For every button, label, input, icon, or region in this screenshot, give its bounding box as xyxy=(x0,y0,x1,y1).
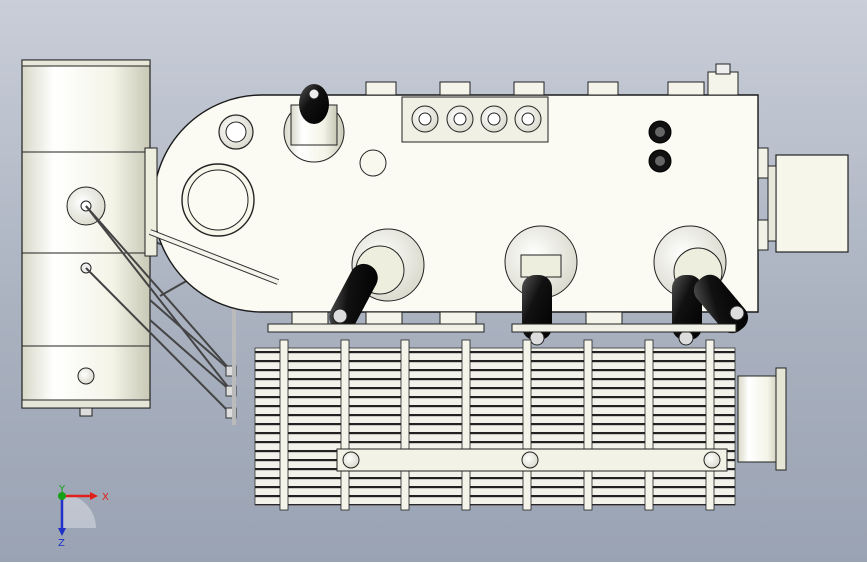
gauge-panel[interactable] xyxy=(401,96,549,143)
lv-terminals[interactable] xyxy=(648,120,672,173)
x-axis-label: X xyxy=(102,492,109,503)
top-bushing[interactable] xyxy=(283,84,345,163)
y-axis-label: Y xyxy=(58,484,66,495)
y-axis-arrow xyxy=(58,492,66,500)
orientation-triad: X Y Z xyxy=(40,470,130,560)
radiator-bank[interactable] xyxy=(254,323,737,511)
conservator-tank[interactable] xyxy=(21,59,151,417)
fan-unit[interactable] xyxy=(737,367,787,471)
z-axis-label: Z xyxy=(58,538,65,549)
hv-bushing-1[interactable] xyxy=(324,228,425,336)
manhole-covers[interactable] xyxy=(148,114,387,285)
cooling-box[interactable] xyxy=(767,154,849,253)
